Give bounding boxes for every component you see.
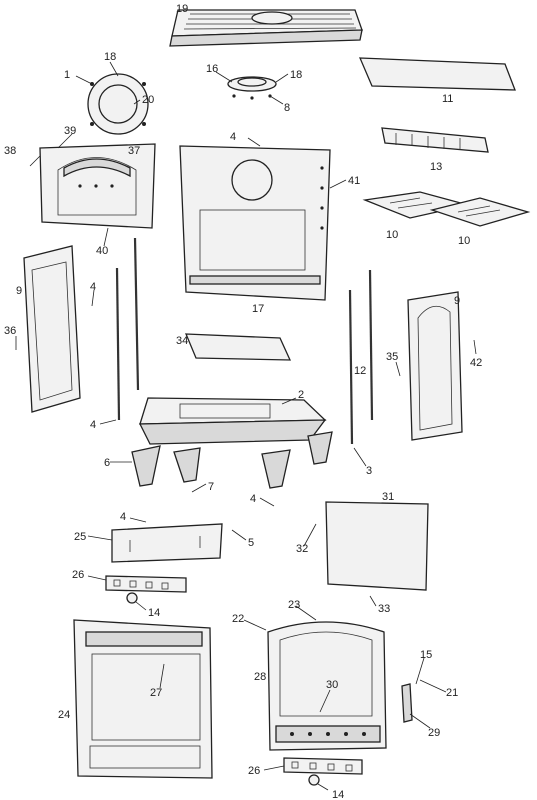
part-air-tube: [381, 127, 489, 153]
callout-35: 35: [386, 351, 398, 363]
callout-7: 7: [208, 481, 214, 493]
callout-4: 4: [90, 419, 96, 431]
callout-9: 9: [16, 285, 22, 297]
part-arched-front-door: [267, 621, 387, 751]
part-right-side-panel: [407, 291, 463, 441]
callout-40: 40: [96, 245, 108, 257]
part-top-grill-plate: [169, 9, 363, 47]
callout-4: 4: [230, 131, 236, 143]
part-ash-lip-bracket: [111, 523, 223, 563]
callout-9: 9: [454, 295, 460, 307]
callout-18: 18: [290, 69, 302, 81]
callout-41: 41: [348, 175, 360, 187]
callout-6: 6: [104, 457, 110, 469]
callout-4: 4: [250, 493, 256, 505]
part-hinge-strip-upper: [105, 575, 187, 593]
callout-39: 39: [64, 125, 76, 137]
callout-4: 4: [90, 281, 96, 293]
part-back-heat-shield: [39, 143, 156, 229]
callout-42: 42: [470, 357, 482, 369]
callout-3: 3: [366, 465, 372, 477]
part-firebox-back-panel: [179, 145, 331, 301]
part-knob-lower: [308, 774, 320, 786]
part-ash-pan: [185, 333, 292, 361]
callout-11: 11: [442, 93, 453, 105]
part-knob-upper: [126, 592, 138, 604]
callout-38: 38: [4, 145, 16, 157]
callout-13: 13: [430, 161, 442, 173]
callout-14: 14: [332, 789, 344, 800]
callout-23: 23: [288, 599, 300, 611]
callout-10: 10: [386, 229, 398, 241]
callout-26: 26: [248, 765, 260, 777]
callout-28: 28: [254, 671, 266, 683]
callout-12: 12: [354, 365, 366, 377]
callout-37: 37: [128, 145, 140, 157]
part-door-handle: [401, 683, 413, 723]
callout-5: 5: [248, 537, 254, 549]
callout-8: 8: [284, 102, 290, 114]
part-grate-plates: [362, 191, 531, 227]
callout-17: 17: [252, 303, 264, 315]
callout-29: 29: [428, 727, 440, 739]
part-legs: [131, 431, 333, 489]
part-tie-rods: [115, 237, 374, 445]
part-left-side-panel: [23, 245, 81, 413]
callout-33: 33: [378, 603, 390, 615]
callout-4: 4: [120, 511, 126, 523]
part-flue-cover: [227, 76, 277, 100]
callout-labels: 19 18 1 20 16 18 8 11 39 38 37 4 41 13 4…: [4, 3, 482, 800]
callout-31: 31: [382, 491, 394, 503]
callout-34: 34: [176, 335, 188, 347]
part-baffle-board: [358, 57, 516, 91]
callout-26: 26: [72, 569, 84, 581]
callout-22: 22: [232, 613, 244, 625]
callout-36: 36: [4, 325, 16, 337]
part-hinge-strip-lower: [283, 757, 363, 775]
leader-lines: [15, 61, 477, 791]
callout-14: 14: [148, 607, 160, 619]
callout-24: 24: [58, 709, 70, 721]
part-large-front-door: [73, 619, 213, 779]
callout-19: 19: [176, 3, 188, 15]
callout-32: 32: [296, 543, 308, 555]
callout-27: 27: [150, 687, 162, 699]
callout-16: 16: [206, 63, 218, 75]
part-flue-collar: [87, 73, 149, 135]
callout-18: 18: [104, 51, 116, 63]
callout-10: 10: [458, 235, 470, 247]
callout-21: 21: [446, 687, 458, 699]
callout-1: 1: [64, 69, 70, 81]
callout-15: 15: [420, 649, 432, 661]
callout-2: 2: [298, 389, 304, 401]
part-base-plate: [138, 397, 327, 445]
part-glass-panel: [325, 501, 429, 591]
callout-20: 20: [142, 94, 154, 106]
callout-25: 25: [74, 531, 86, 543]
callout-30: 30: [326, 679, 338, 691]
